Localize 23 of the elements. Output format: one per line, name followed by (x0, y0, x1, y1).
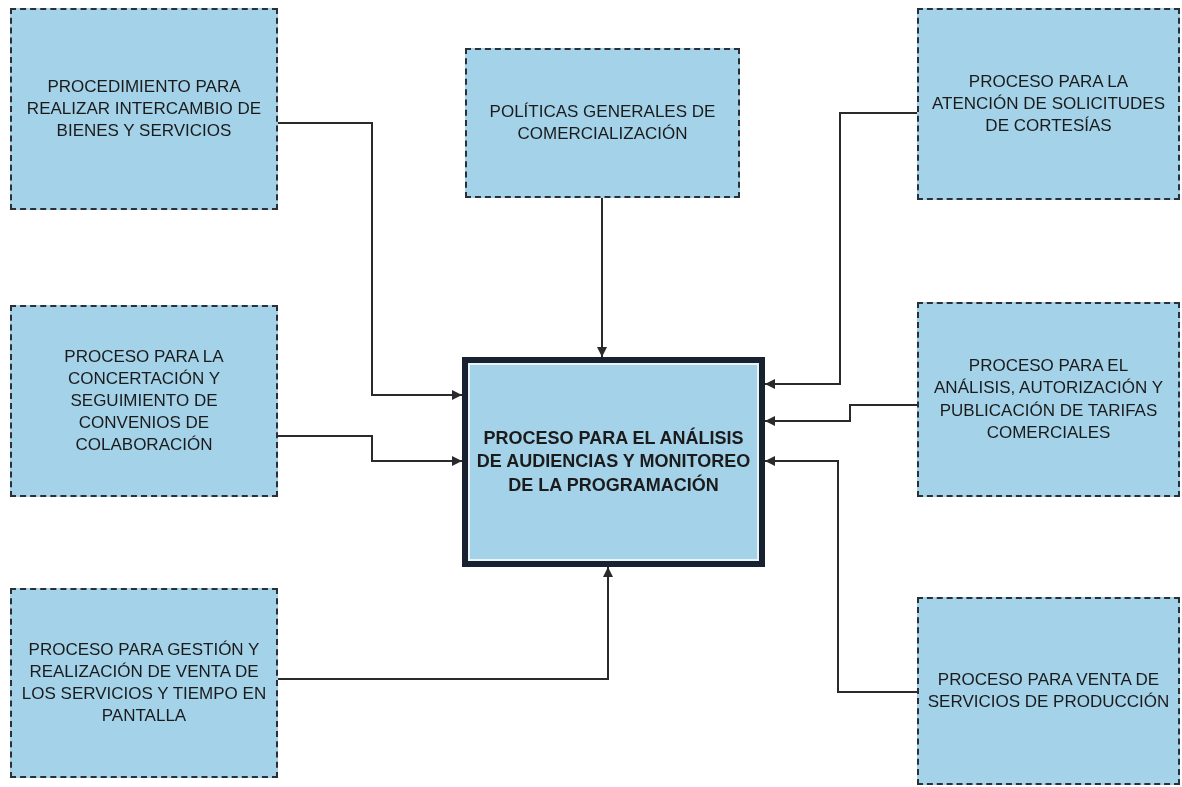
arrow (764, 112, 918, 389)
process-box (465, 48, 740, 198)
arrow (277, 435, 463, 466)
process-box (917, 8, 1180, 200)
arrow (764, 456, 918, 693)
box-label: PROCESO PARA EL ANÁLISIS, AUTORIZACIÓN Y PUBLICACIÓN DE TARIFAS COMERCIALES (933, 355, 1164, 444)
process-box (10, 305, 278, 497)
process-box (10, 8, 278, 210)
process-box (917, 302, 1180, 497)
arrow (277, 122, 463, 400)
arrow (597, 197, 607, 358)
arrow (277, 566, 613, 680)
box-label: PROCEDIMIENTO PARA REALIZAR INTERCAMBIO DE BIENES Y SERVICIOS (25, 75, 263, 143)
box-label: PROCESO PARA VENTA DE SERVICIOS DE PRODUCCIÓN (927, 668, 1170, 713)
process-box (10, 588, 278, 778)
box-label: PROCESO PARA LA ATENCIÓN DE SOLICITUDES DE CORTESÍAS (931, 70, 1166, 138)
process-box (462, 357, 765, 567)
box-label: PROCESO PARA LA CONCERTACIÓN Y SEGUIMIENTO DE CONVENIOS DE COLABORACIÓN (63, 345, 225, 457)
arrow (764, 404, 918, 426)
box-label: POLÍTICAS GENERALES DE COMERCIALIZACIÓN (488, 100, 717, 145)
box-label: PROCESO PARA GESTIÓN Y REALIZACIÓN DE VENTA DE LOS SERVICIOS Y TIEMPO EN PANTALLA (20, 638, 268, 728)
box-label: PROCESO PARA EL ANÁLISIS DE AUDIENCIAS Y MONITOREO DE LA PROGRAMACIÓN (476, 426, 751, 497)
process-box (917, 597, 1180, 785)
